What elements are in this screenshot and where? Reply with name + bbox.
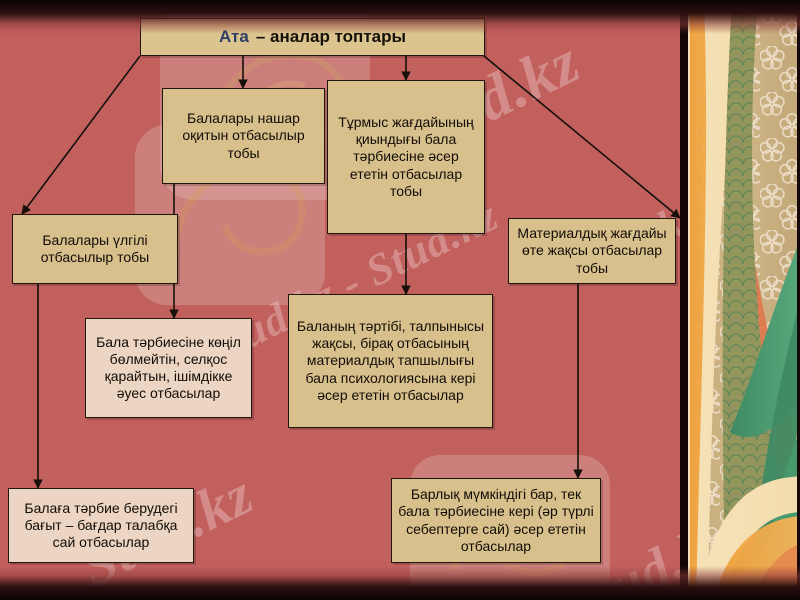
node-label: Бала тәрбиесіне көңіл бөлмейтін, селқос … — [96, 333, 241, 402]
node-neglectful[interactable]: Бала тәрбиесіне көңіл бөлмейтін, селқос … — [85, 318, 252, 418]
node-label: Баланың тәртібі, талпынысы жақсы, бірақ … — [296, 318, 485, 403]
node-label: Балалары үлгілі отбасылыр тобы — [40, 231, 150, 265]
node-hard-living[interactable]: Тұрмыс жағдайының қиындығы бала тәрбиесі… — [327, 80, 485, 234]
decorative-border-pattern — [680, 0, 800, 600]
title-rest: – аналар топтары — [255, 27, 406, 46]
node-label: Тұрмыс жағдайының қиындығы бала тәрбиесі… — [338, 114, 474, 199]
node-label: Материалдық жағдайы өте жақсы отбасылар … — [517, 225, 667, 276]
node-label: Балаға тәрбие берудегі бағыт – бағдар та… — [24, 499, 178, 551]
node-poor-study[interactable]: Балалары нашар оқитын отбасылыр тобы — [162, 88, 325, 184]
node-good-child-poor-family[interactable]: Баланың тәртібі, талпынысы жақсы, бірақ … — [288, 294, 493, 428]
node-label: Балалары нашар оқитын отбасылыр тобы — [182, 110, 305, 161]
diagram-title-box: Ата – аналар топтары — [140, 18, 485, 56]
node-label: Барлық мүмкіндігі бар, тек бала тәрбиесі… — [398, 486, 594, 554]
node-has-means-negative[interactable]: Барлық мүмкіндігі бар, тек бала тәрбиесі… — [391, 478, 601, 563]
node-wealthy[interactable]: Материалдық жағдайы өте жақсы отбасылар … — [508, 218, 676, 284]
node-exemplary[interactable]: Балалары үлгілі отбасылыр тобы — [12, 214, 178, 284]
node-upbringing-standard[interactable]: Балаға тәрбие берудегі бағыт – бағдар та… — [8, 488, 194, 563]
title-accent-word: Ата — [219, 27, 249, 46]
